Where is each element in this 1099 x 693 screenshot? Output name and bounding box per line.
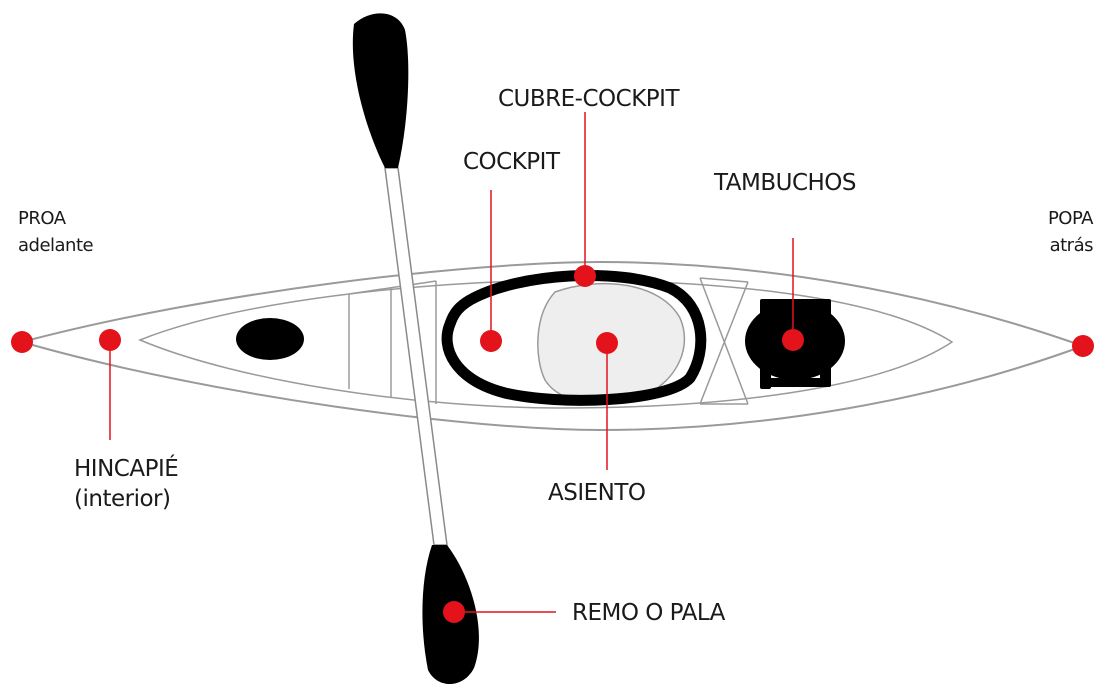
front-hatch: [236, 318, 304, 360]
marker-dot-hincapie: [99, 329, 121, 351]
label-cubre-cockpit: CUBRE-COCKPIT: [498, 84, 679, 114]
label-hincapie-line1: HINCAPIÉ: [74, 454, 178, 484]
label-hincapie-line2: (interior): [74, 484, 178, 514]
label-popa-line1: POPA: [1033, 205, 1093, 232]
label-proa-line2: adelante: [18, 232, 93, 259]
label-popa: POPA atrás: [1033, 205, 1093, 259]
label-asiento: ASIENTO: [548, 478, 646, 508]
label-hincapie: HINCAPIÉ (interior): [74, 454, 178, 514]
marker-dot-asiento: [596, 332, 618, 354]
label-cockpit: COCKPIT: [463, 147, 560, 177]
label-remo: REMO O PALA: [572, 598, 725, 628]
label-proa-line1: PROA: [18, 205, 93, 232]
marker-dot-cubre-cockpit: [574, 265, 596, 287]
marker-dot-tambuchos: [782, 329, 804, 351]
marker-dot-popa: [1072, 335, 1094, 357]
marker-dot-proa: [11, 331, 33, 353]
marker-dot-cockpit: [480, 330, 502, 352]
label-tambuchos: TAMBUCHOS: [714, 168, 856, 198]
marker-dot-remo: [443, 601, 465, 623]
label-popa-line2: atrás: [1033, 232, 1093, 259]
paddle-blade-upper: [353, 13, 408, 168]
label-proa: PROA adelante: [18, 205, 93, 259]
